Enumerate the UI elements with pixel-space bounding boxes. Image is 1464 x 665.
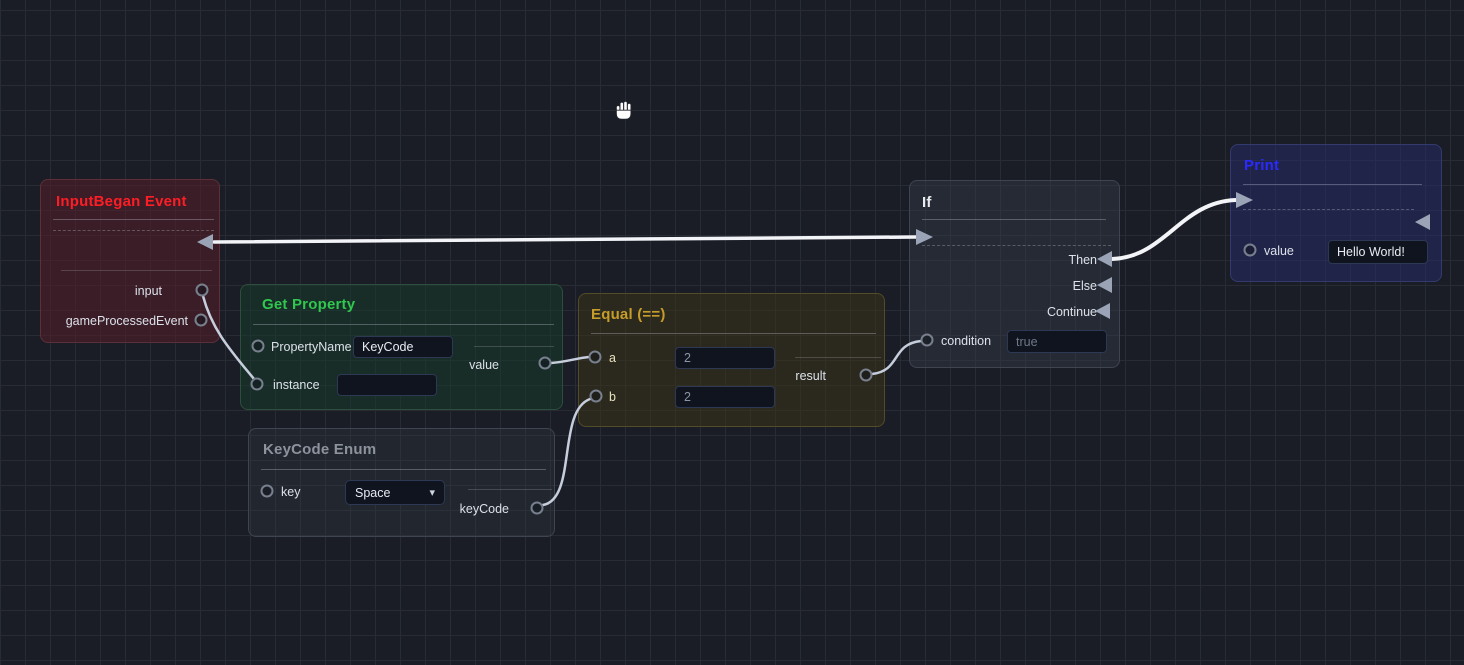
key-select-value: Space bbox=[355, 485, 391, 500]
port-label-input: input bbox=[134, 284, 162, 298]
port-label-condition: condition bbox=[941, 334, 992, 348]
wire-exec-then-to-print[interactable] bbox=[1110, 198, 1238, 261]
divider bbox=[922, 219, 1106, 220]
node-print[interactable]: Print value bbox=[1230, 144, 1442, 282]
port-label-value: value bbox=[469, 358, 499, 372]
b-input[interactable] bbox=[675, 386, 775, 408]
dashed-divider bbox=[1243, 209, 1414, 210]
node-title: Get Property bbox=[262, 296, 356, 313]
a-input[interactable] bbox=[675, 347, 775, 369]
node-title: Print bbox=[1244, 157, 1280, 174]
port-label-result: result bbox=[795, 369, 826, 383]
wire-exec-inputbegan-to-if[interactable] bbox=[212, 235, 918, 244]
port-label-propertyname: PropertyName bbox=[271, 340, 352, 354]
key-select[interactable]: Space ▾ bbox=[345, 480, 445, 505]
dashed-divider bbox=[53, 230, 214, 231]
node-title: Equal (==) bbox=[591, 306, 666, 323]
divider bbox=[468, 489, 552, 490]
print-value-input[interactable] bbox=[1328, 240, 1428, 264]
node-inputbegan-event[interactable]: InputBegan Event input gameProcessedEven… bbox=[40, 179, 220, 343]
condition-input[interactable] bbox=[1007, 330, 1107, 353]
node-title: KeyCode Enum bbox=[263, 441, 377, 458]
node-get-property[interactable]: Get Property PropertyName instance value bbox=[240, 284, 563, 410]
pin-label-continue: Continue bbox=[1046, 305, 1097, 319]
node-keycode-enum[interactable]: KeyCode Enum key Space ▾ keyCode bbox=[248, 428, 555, 537]
port-label-keycode: keyCode bbox=[459, 502, 509, 516]
port-label-instance: instance bbox=[273, 378, 320, 392]
divider bbox=[1243, 184, 1422, 185]
port-label-key: key bbox=[281, 485, 301, 499]
propertyname-input[interactable] bbox=[353, 336, 453, 358]
divider bbox=[53, 219, 214, 220]
divider bbox=[253, 324, 554, 325]
node-if[interactable]: If Then Else Continue condition bbox=[909, 180, 1120, 368]
divider bbox=[261, 469, 546, 470]
divider bbox=[795, 357, 881, 358]
pin-label-then: Then bbox=[1068, 253, 1098, 267]
port-label-value: value bbox=[1264, 244, 1294, 258]
divider bbox=[474, 346, 554, 347]
node-equal[interactable]: Equal (==) a b result bbox=[578, 293, 885, 427]
port-label-b: b bbox=[609, 390, 616, 404]
divider bbox=[591, 333, 876, 334]
instance-input[interactable] bbox=[337, 374, 437, 396]
hand-cursor-icon bbox=[616, 101, 632, 120]
port-label-gameprocessedevent: gameProcessedEvent bbox=[65, 314, 188, 328]
pin-label-else: Else bbox=[1072, 279, 1097, 293]
divider bbox=[61, 270, 212, 271]
port-label-a: a bbox=[609, 351, 616, 365]
node-title: InputBegan Event bbox=[56, 193, 187, 210]
dashed-divider bbox=[922, 245, 1111, 246]
chevron-down-icon: ▾ bbox=[429, 487, 435, 499]
node-title: If bbox=[922, 194, 932, 211]
